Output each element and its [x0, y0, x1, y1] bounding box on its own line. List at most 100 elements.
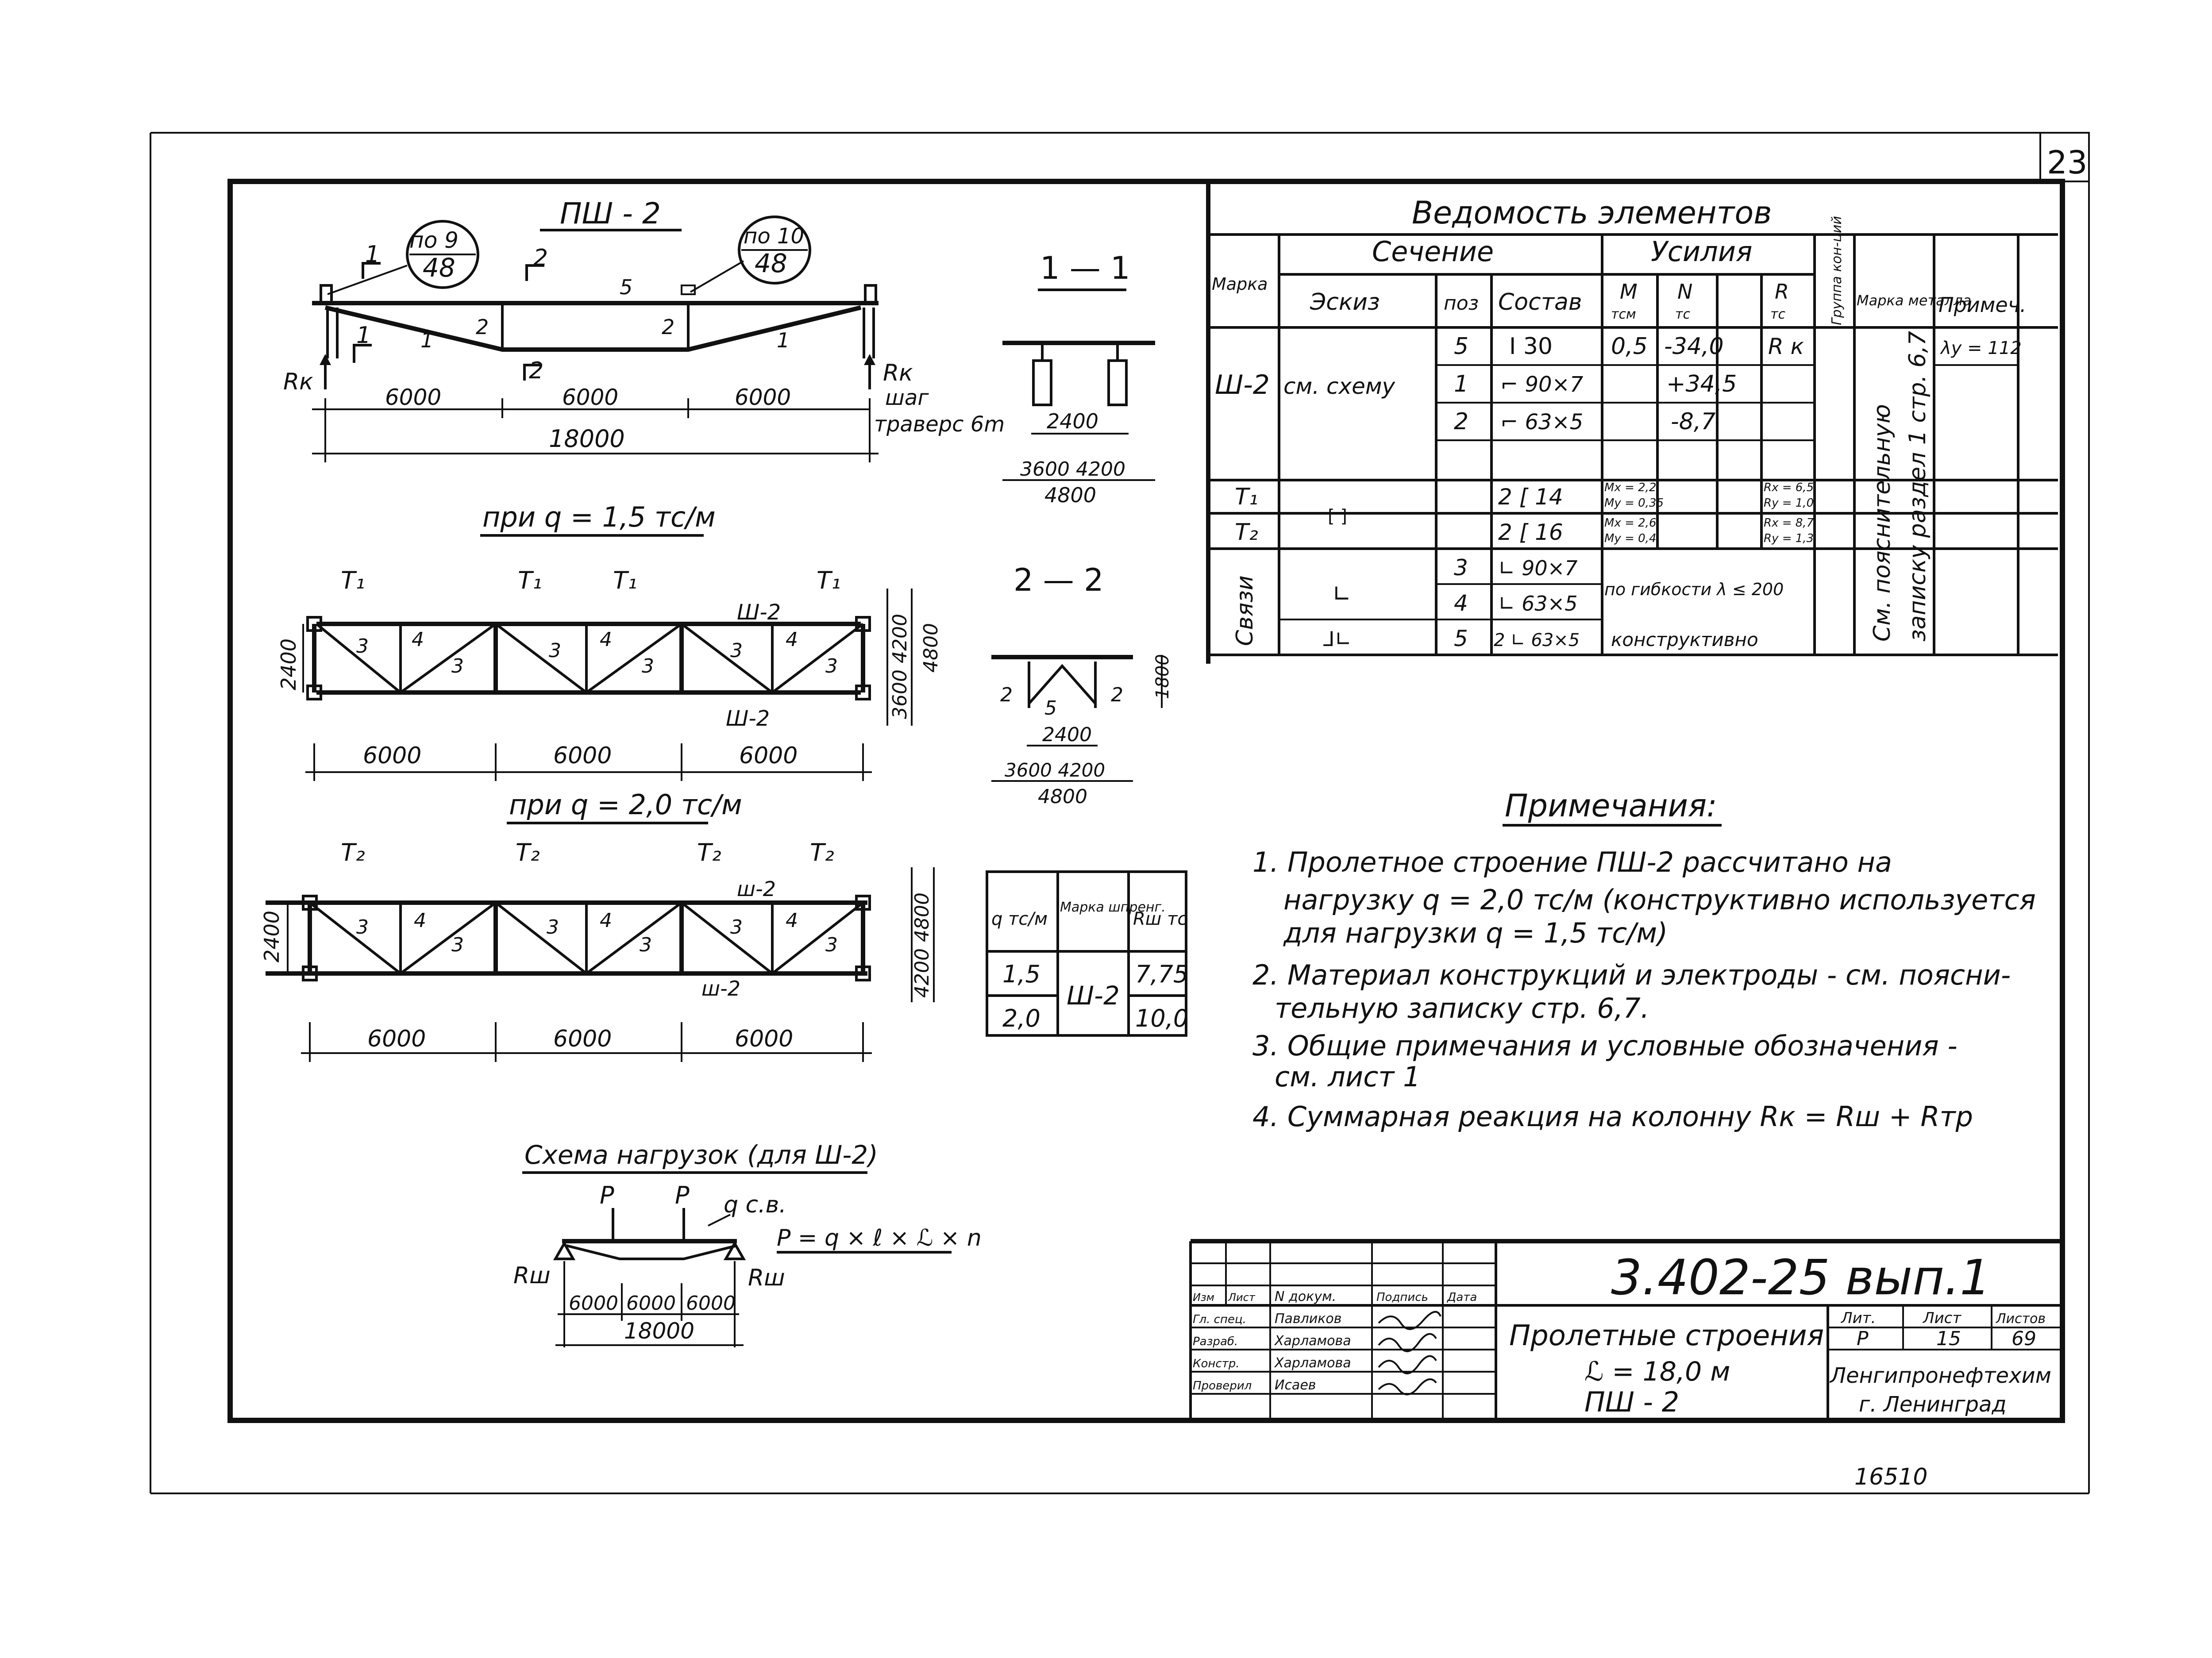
row-sketch: ∟: [1332, 581, 1352, 608]
plan-q20-title: при q = 2,0 тс/м: [509, 789, 742, 821]
span-dim: 6000: [385, 385, 441, 410]
element-table-title: Ведомость элементов: [1412, 195, 1772, 231]
note-line: нагрузку q = 2,0 тс/м (конструктивно исп…: [1283, 884, 2036, 916]
member-label: 3: [730, 639, 743, 662]
steel-note: записку раздел 1 стр. 6,7: [1904, 331, 1931, 642]
plan-q15: при q = 1,5 тс/м T₁ T₁ T₁ T₁ Ш-2 Ш-2 3 4…: [277, 501, 942, 781]
truss-label: Ш-2: [726, 706, 770, 731]
drawing-name: ПШ - 2: [1584, 1386, 1679, 1418]
title-block-header: Подпись: [1376, 1291, 1428, 1304]
span-dim: 6000: [739, 742, 798, 769]
member-label: 1: [420, 328, 433, 352]
truss-elevation: ПШ - 2 по 9 48 по 10 48 1: [283, 196, 1005, 462]
small-table-header: Rш тс: [1133, 909, 1187, 929]
truss-elevation-title: ПШ - 2: [560, 196, 661, 231]
sheets-label: Листов: [1996, 1311, 2046, 1327]
node-ref-right: по 10: [744, 224, 804, 249]
note-line: 4. Суммарная реакция на колонну Rк = Rш …: [1252, 1100, 1973, 1133]
title-block-header: Лист: [1228, 1291, 1256, 1304]
member-label: 3: [549, 639, 561, 662]
span-dim: 6000: [626, 1292, 676, 1315]
steel-note: См. пояснительную: [1869, 404, 1896, 642]
node-callout-left: [406, 220, 479, 289]
span-dim: 6000: [363, 742, 421, 769]
title-block: 3.402-25 вып.1 Изм Лист N докум. Подпись…: [1189, 1239, 2062, 1420]
row-pos: 5: [1454, 626, 1468, 651]
row-n: -34,0: [1664, 333, 1724, 360]
section-2-2-dim: 3600 4200: [1005, 759, 1105, 781]
load-scheme: Схема нагрузок (для Ш-2) P P q с.в. P = …: [513, 1140, 982, 1347]
tie-label: T₁: [341, 566, 365, 594]
span-dim: 6000: [686, 1292, 736, 1315]
element-table: Ведомость элементов Марка Сечение Усилия…: [1206, 181, 2058, 664]
support-left-label: Rк: [283, 369, 313, 395]
section-2-2-member: 5: [1044, 697, 1057, 719]
table-head-pos: поз: [1444, 292, 1479, 315]
plan-q20: при q = 2,0 тс/м T₂ T₂ T₂ T₂ ш-2 ш-2 3 4…: [260, 789, 935, 1062]
stage: Р: [1857, 1327, 1869, 1350]
row-m: Mx = 2,2: [1604, 481, 1656, 494]
tie-label: T₁: [817, 566, 841, 594]
node-ref-left: по 9: [409, 227, 459, 253]
span-dim: 6000: [735, 1026, 793, 1052]
row-comp: ⌐ 90×7: [1500, 372, 1584, 397]
total-span-dim: 18000: [549, 425, 625, 453]
section-2-2-member: 2: [1000, 684, 1013, 706]
member-label: 4: [412, 628, 424, 651]
plan-width-dim: 2400: [277, 639, 301, 690]
row-sketch: см. схему: [1283, 373, 1396, 399]
table-head-m-unit: тсм: [1611, 307, 1636, 322]
row-n: -8,7: [1671, 408, 1715, 435]
support-label: Rш: [748, 1265, 785, 1291]
member-label: 2: [662, 315, 674, 339]
member-label: 3: [642, 655, 654, 677]
row-pos: 1: [1454, 371, 1468, 397]
person: Харламова: [1274, 1355, 1351, 1371]
sheet-frames: [150, 132, 2090, 1494]
span-dim: 6000: [569, 1292, 618, 1315]
truss-label: ш-2: [737, 877, 776, 901]
row-marka: Связи: [1232, 575, 1258, 646]
tie-label: T₂: [516, 839, 540, 866]
plan-width-dim: 4200 4800: [911, 892, 933, 998]
table-head-composition: Состав: [1498, 289, 1582, 315]
row-r: Ry = 1,0: [1764, 496, 1814, 510]
organization-city: г. Ленинград: [1859, 1392, 2007, 1417]
signature: [1378, 1333, 1437, 1352]
document-code: 3.402-25 вып.1: [1611, 1249, 1991, 1306]
row-m: Mx = 2,6: [1604, 516, 1656, 530]
member-label: 5: [620, 275, 632, 299]
role: Гл. спец.: [1193, 1313, 1246, 1326]
support-label: Rш: [513, 1262, 551, 1289]
truss-step-note: траверс 6m: [874, 412, 1005, 437]
person: Харламова: [1274, 1333, 1351, 1349]
truss-label: ш-2: [701, 977, 740, 1000]
row-m: 0,5: [1611, 333, 1648, 360]
member-label: 3: [640, 934, 652, 956]
span-dim: 6000: [367, 1026, 426, 1052]
row-marka: Ш-2: [1215, 369, 1270, 400]
small-table-cell: 10,0: [1135, 1004, 1188, 1032]
row-pos: 5: [1454, 333, 1468, 360]
row-pos: 3: [1454, 555, 1468, 581]
plan-width-dim: 4800: [920, 623, 942, 673]
small-table-cell: 2,0: [1002, 1004, 1040, 1032]
span-dim: 6000: [562, 385, 618, 410]
table-head-marka: Марка: [1212, 274, 1268, 294]
tie-label: T₁: [518, 566, 542, 594]
table-head-note: Примеч.: [1938, 293, 2027, 317]
table-head-group: Группа кон-ций: [1829, 216, 1845, 325]
span-dim: 6000: [553, 1026, 612, 1052]
row-m: My = 0,35: [1604, 496, 1664, 510]
row-note: λy = 112: [1940, 338, 2022, 358]
plan-width-dim: 2400: [260, 911, 284, 962]
row-sketch: [ ]: [1328, 506, 1347, 527]
note-line: см. лист 1: [1275, 1061, 1421, 1093]
member-label: 3: [451, 934, 464, 956]
row-r: Rx = 8,7: [1764, 516, 1814, 530]
table-head-m: M: [1620, 280, 1638, 304]
row-comp: ∟ 90×7: [1498, 556, 1578, 580]
sheet-index: 15: [1936, 1327, 1961, 1350]
tie-label: T₁: [613, 566, 637, 594]
note-line: для нагрузки q = 1,5 тс/м): [1283, 917, 1668, 949]
